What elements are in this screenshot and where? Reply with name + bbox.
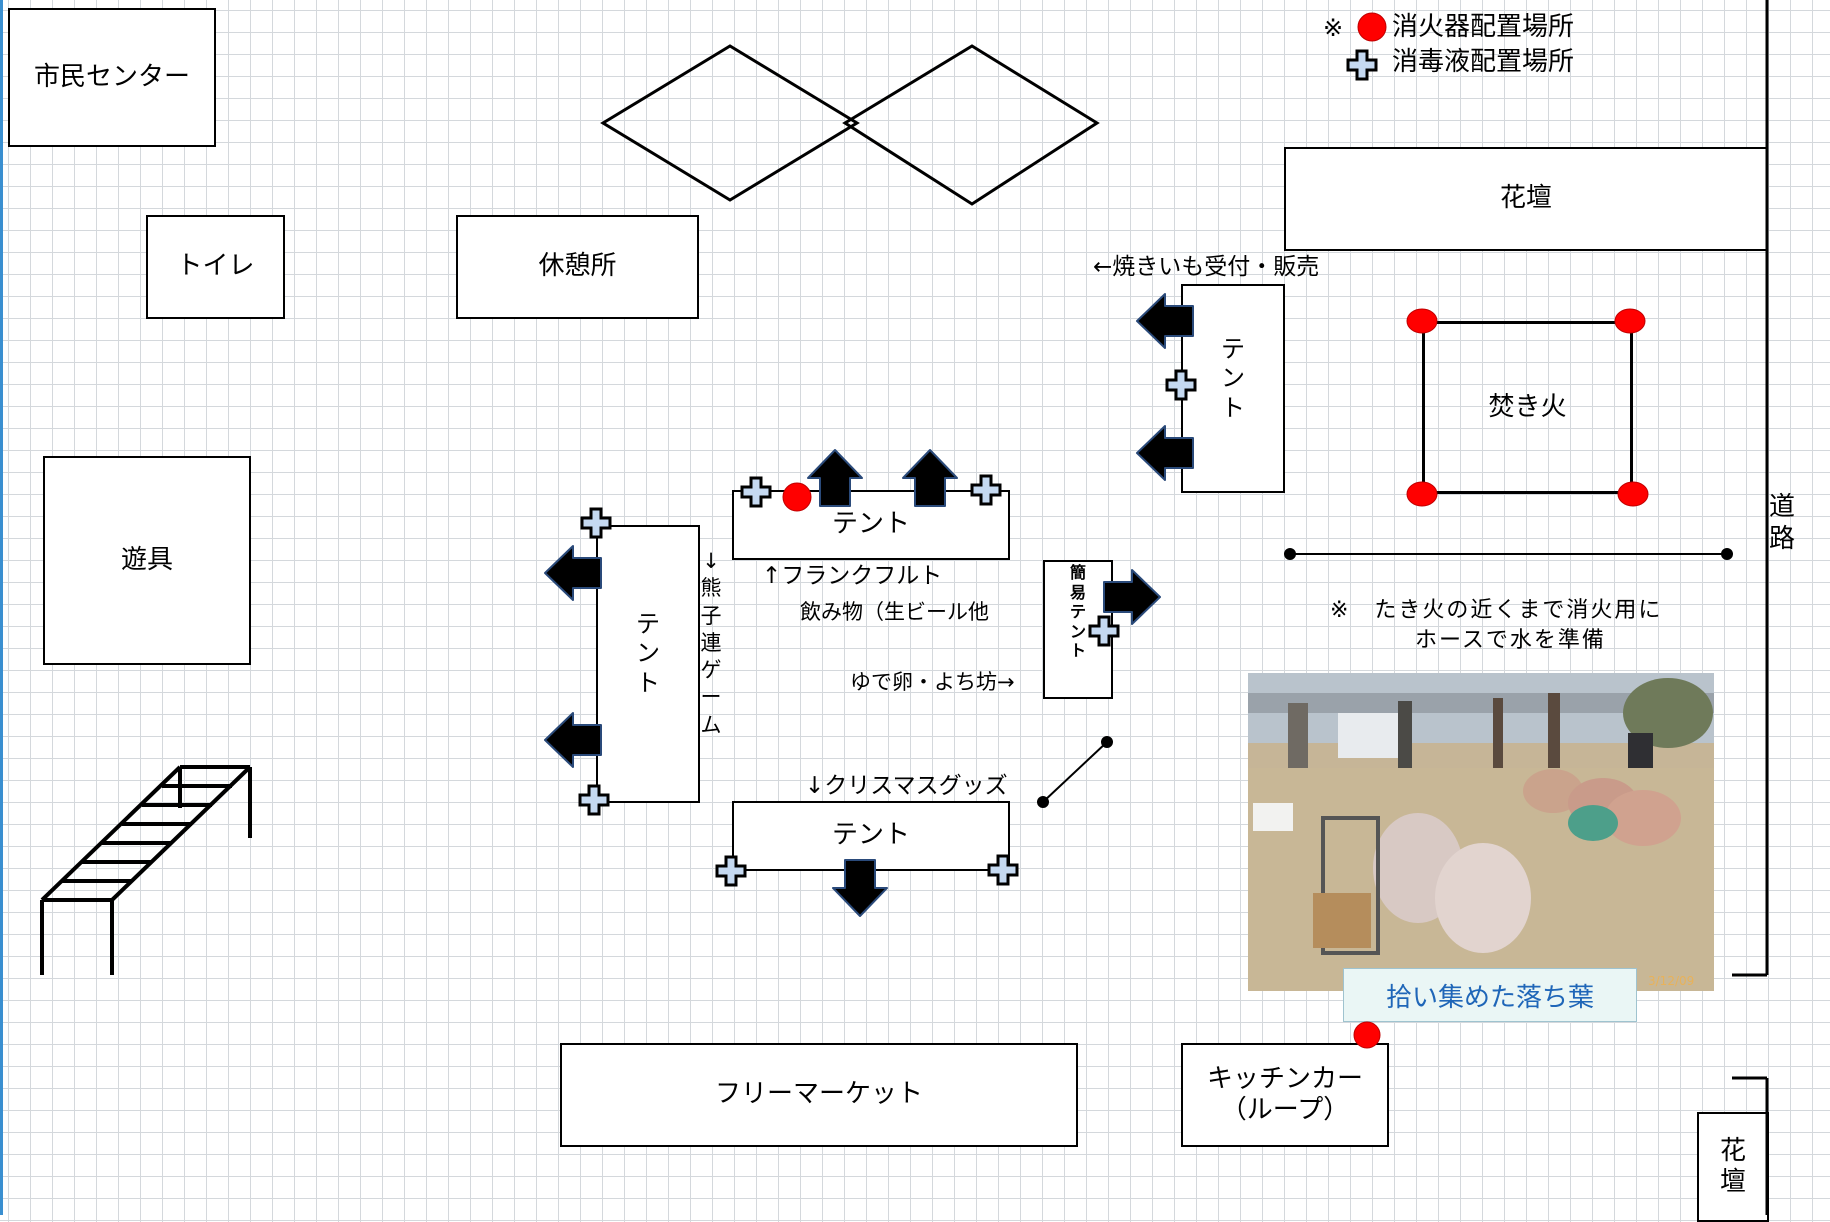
- flower-bed-top: 花壇: [1284, 147, 1768, 251]
- frankfurt-label: ↑フランクフルト: [762, 563, 943, 589]
- photo-date-stamp: 3/12/09: [1648, 974, 1694, 988]
- tent-right-upper: [1181, 284, 1285, 493]
- extinguisher-icon: [1406, 481, 1438, 507]
- legend-disinfectant-text: 消毒液配置場所: [1392, 47, 1575, 77]
- arrow-left-icon: [544, 712, 602, 768]
- flower-bed-bottom-char-1: 花: [1719, 1135, 1746, 1166]
- tent-left-label: テ ン ト: [630, 610, 666, 698]
- disinfectant-icon: [715, 855, 747, 887]
- road-label: 道 路: [1767, 492, 1797, 555]
- tent-right-char-1: テ: [1221, 335, 1245, 363]
- kitchen-car-line1: キッチンカー: [1206, 1063, 1363, 1094]
- field-divider-lines: [1732, 0, 1769, 1215]
- extinguisher-icon: [1353, 1021, 1381, 1049]
- tent-right-char-3: ト: [1221, 393, 1245, 422]
- fire-hose-note-line1: ※ たき火の近くまで消火用に: [1330, 598, 1663, 623]
- disinfectant-icon: [580, 507, 612, 539]
- tent-top-center: テント: [732, 490, 1010, 560]
- disinfectant-markers: [578, 49, 1378, 887]
- simple-tent-char-1: 簡: [1069, 563, 1086, 582]
- kumako-char-3: 子: [700, 603, 722, 628]
- tent-left: [596, 525, 700, 803]
- tent-right-upper-label: テ ン ト: [1215, 335, 1251, 423]
- jungle-gym: [40, 765, 252, 975]
- tent-right-char-2: ン: [1221, 364, 1245, 393]
- legend-extinguisher-text: 消火器配置場所: [1392, 12, 1575, 42]
- bonfire-area: 焚き火: [1422, 321, 1633, 494]
- extinguisher-icon: [782, 482, 812, 512]
- simple-tent-char-2: 易: [1069, 582, 1086, 602]
- arrow-left-icon: [544, 545, 602, 601]
- eggs-label: ゆで卵・よち坊→: [850, 670, 1015, 694]
- sweet-potato-label: ←焼きいも受付・販売: [1093, 254, 1320, 280]
- fallen-leaves-photo: 3/12/09: [1248, 673, 1714, 991]
- diamond-left: [600, 44, 860, 202]
- kumako-char-7: ム: [700, 712, 722, 737]
- arrow-right-icon: [1103, 569, 1161, 625]
- fire-hose-note-line2: ホースで水を準備: [1415, 628, 1606, 653]
- rest-area: 休憩所: [456, 215, 699, 319]
- extinguisher-icon: [1614, 308, 1646, 334]
- tent-left-char-3: ト: [636, 668, 660, 697]
- arrow-up-icon: [807, 449, 863, 507]
- disinfectant-icon: [1165, 369, 1197, 401]
- disinfectant-icon: [970, 474, 1002, 506]
- arrow-up-icon: [902, 449, 958, 507]
- diamond-right: [842, 44, 1100, 206]
- kumako-game-label: ↓ 熊 子 連 ゲ ー ム: [695, 548, 727, 739]
- christmas-goods-label: ↓クリスマスグッズ: [805, 773, 1008, 799]
- toilet: トイレ: [146, 215, 285, 319]
- extinguisher-icon: [1357, 12, 1387, 42]
- disinfectant-icon: [578, 784, 610, 816]
- civic-center: 市民センター: [8, 8, 216, 147]
- playground-equipment: 遊具: [43, 456, 251, 665]
- extinguisher-icon: [1406, 308, 1438, 334]
- road-char-2: 路: [1768, 523, 1795, 554]
- kumako-char-6: ー: [700, 685, 722, 710]
- kitchen-car-line2: （ループ）: [1220, 1095, 1350, 1125]
- road-char-1: 道: [1768, 492, 1795, 522]
- rope-lines: [1037, 548, 1733, 808]
- direction-arrows: [544, 293, 1194, 917]
- arrow-left-icon: [1136, 425, 1194, 481]
- simple-tent-char-5: ト: [1069, 641, 1086, 661]
- simple-tent-char-4: ン: [1069, 621, 1086, 641]
- arrow-left-icon: [1136, 293, 1194, 349]
- disinfectant-icon: [1088, 615, 1120, 647]
- simple-tent-char-3: テ: [1069, 602, 1086, 622]
- disinfectant-icon: [740, 476, 772, 508]
- photo-caption: 拾い集めた落ち葉: [1343, 968, 1637, 1022]
- kumako-char-2: 熊: [700, 576, 722, 601]
- arrow-down-icon: [832, 859, 888, 917]
- fire-extinguisher-markers: [782, 12, 1649, 1049]
- kitchen-car: キッチンカー （ループ）: [1181, 1043, 1389, 1147]
- simple-tent-label: 簡 易 テ ン ト: [1060, 563, 1096, 661]
- legend-extinguisher-mark: ※: [1323, 14, 1344, 42]
- kumako-char-1: ↓: [702, 549, 720, 573]
- drinks-label: 飲み物（生ビール他: [800, 600, 989, 624]
- page-left-edge: [0, 0, 3, 1215]
- tent-left-char-2: ン: [636, 639, 660, 668]
- fallen-leaves-photo-image: 3/12/09: [1248, 673, 1714, 991]
- flower-bed-bottom-char-2: 壇: [1719, 1167, 1746, 1197]
- kumako-char-4: 連: [700, 630, 722, 655]
- extinguisher-icon: [1617, 481, 1649, 507]
- tent-left-char-1: テ: [636, 610, 660, 638]
- disinfectant-icon: [987, 854, 1019, 886]
- flea-market: フリーマーケット: [560, 1043, 1078, 1147]
- disinfectant-icon: [1346, 49, 1378, 81]
- kumako-char-5: ゲ: [700, 658, 722, 683]
